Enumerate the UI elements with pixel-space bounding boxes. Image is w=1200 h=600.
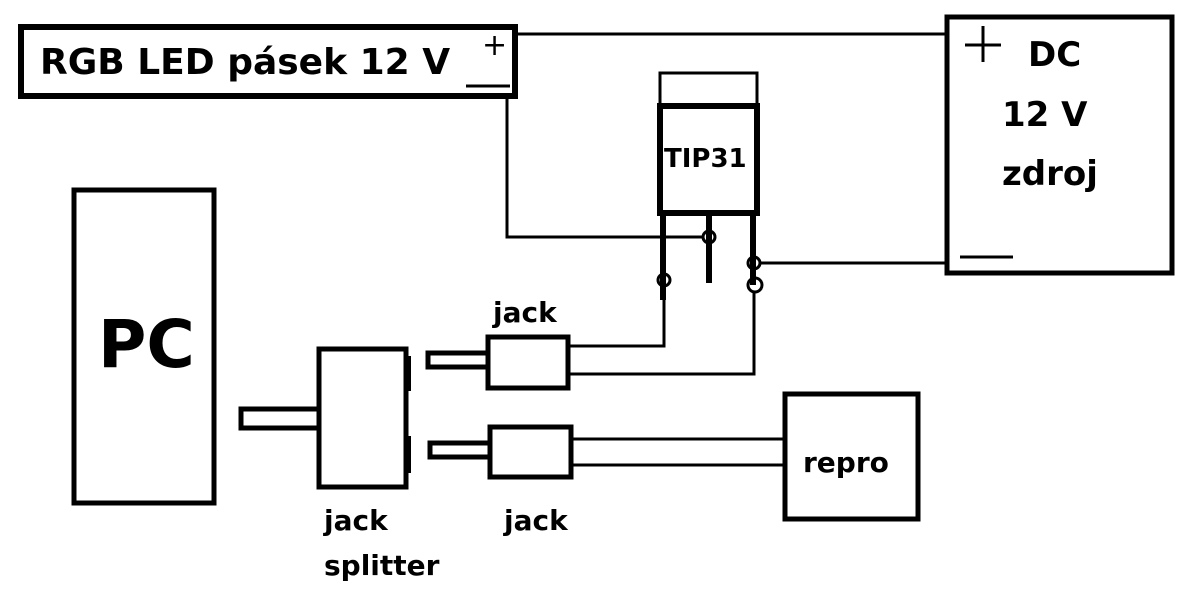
splitter-port-top	[405, 356, 411, 391]
wires	[505, 32, 947, 467]
led-strip-plus: +	[482, 28, 507, 63]
jack-top-label: jack	[492, 296, 558, 329]
pc: PC	[71, 187, 217, 506]
jack-top-plug	[425, 350, 493, 370]
jack-bottom-body	[487, 424, 574, 480]
pc-box	[71, 187, 217, 506]
splitter-label-line2: splitter	[324, 549, 440, 582]
led-strip: RGB LED pásek 12 V +	[18, 24, 518, 99]
splitter-body	[316, 346, 409, 490]
led-strip-label: RGB LED pásek 12 V	[40, 42, 450, 83]
speaker: repro	[782, 391, 921, 522]
wire-led-minus-to-collector	[505, 96, 703, 239]
splitter-label-line1: jack	[323, 504, 389, 537]
jack-bottom-label: jack	[503, 504, 569, 537]
jack-bottom-plug	[427, 440, 493, 460]
transistor: TIP31	[656, 71, 764, 300]
jack-bottom: jack	[427, 424, 574, 537]
splitter-port-bottom	[405, 436, 411, 473]
power-supply-line3: zdroj	[1002, 154, 1098, 194]
speaker-box	[782, 391, 921, 522]
power-supply-line2: 12 V	[1002, 95, 1088, 135]
wire-jack-to-emitter	[568, 292, 756, 376]
speaker-label: repro	[803, 446, 889, 479]
pc-label: PC	[98, 306, 195, 383]
power-supply: DC 12 V zdroj	[944, 14, 1175, 276]
jack-splitter: jack splitter	[238, 346, 440, 582]
jack-top-body	[485, 334, 571, 391]
power-supply-line1: DC	[1028, 35, 1081, 75]
wire-jack-to-base	[568, 286, 666, 348]
transistor-label: TIP31	[664, 144, 747, 174]
splitter-input-plug	[238, 406, 323, 431]
led-strip-box	[18, 24, 518, 99]
transistor-body	[657, 103, 760, 216]
transistor-tab	[658, 71, 759, 108]
jack-top: jack	[425, 296, 571, 391]
